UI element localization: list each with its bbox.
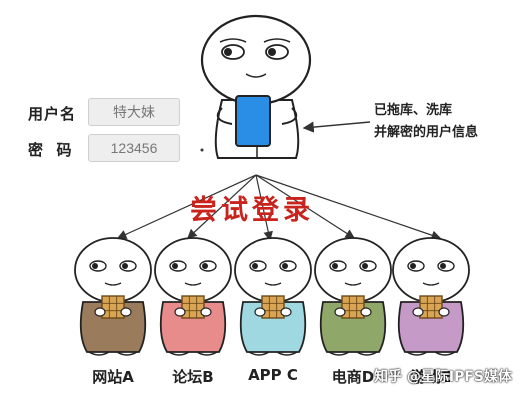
site-character-2 xyxy=(154,237,232,356)
site-label-c: APP C xyxy=(248,366,298,384)
cube-icon xyxy=(419,295,443,319)
site-label-b: 论坛B xyxy=(172,368,214,386)
main-character-head xyxy=(200,14,312,106)
arrow-to-site-a xyxy=(116,174,257,239)
attack-arrows xyxy=(116,174,442,242)
cube-icon xyxy=(341,295,365,319)
username-label: 用户名 xyxy=(28,105,77,123)
arrow-to-site-e xyxy=(255,174,442,240)
site-character-3 xyxy=(234,237,312,356)
cube-icon xyxy=(261,295,285,319)
note-arrow xyxy=(302,121,371,133)
site-character-5 xyxy=(392,237,470,356)
password-field: 123456 xyxy=(88,134,180,162)
phone-icon xyxy=(235,95,271,147)
arrow-to-site-b xyxy=(187,174,257,239)
site-character-head xyxy=(74,237,152,303)
site-label-d: 电商D xyxy=(331,368,375,386)
password-label: 密 码 xyxy=(28,141,73,159)
site-character-head xyxy=(154,237,232,303)
headline: 尝试登录 xyxy=(190,195,314,226)
site-character-head xyxy=(234,237,312,303)
site-label-a: 网站A xyxy=(92,368,134,386)
site-characters xyxy=(74,237,470,356)
site-label-e: 游戏E xyxy=(410,368,452,386)
site-character-head xyxy=(392,237,470,303)
note-line-2: 并解密的用户信息 xyxy=(374,125,479,140)
cube-icon xyxy=(101,295,125,319)
site-character-4 xyxy=(314,237,392,356)
watermark: 知乎 @星际IPFS媒体 xyxy=(374,369,512,385)
cube-icon xyxy=(181,295,205,319)
site-character-head xyxy=(314,237,392,303)
note-line-1: 已拖库、洗库 xyxy=(374,103,453,118)
username-field: 特大妹 xyxy=(88,98,180,126)
arrow-to-site-c xyxy=(255,174,273,242)
site-character-1 xyxy=(74,237,152,356)
arrow-to-site-d xyxy=(255,174,356,239)
main-character xyxy=(200,14,312,159)
